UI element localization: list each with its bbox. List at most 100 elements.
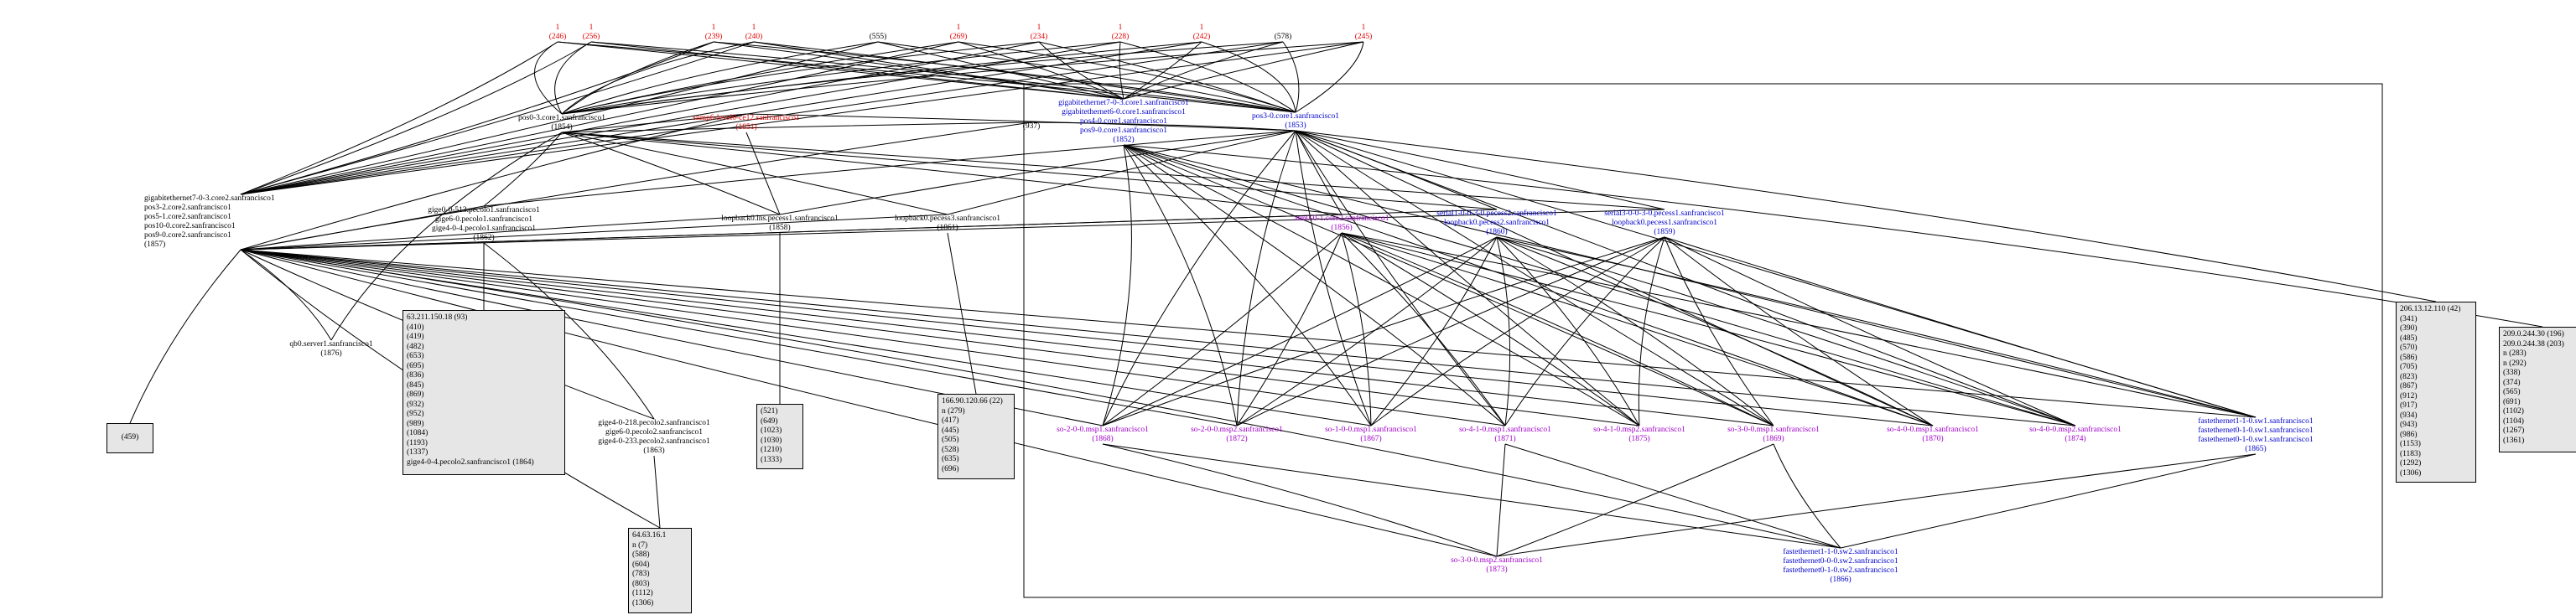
graph-edge (240, 41, 558, 195)
graph-edge (1123, 41, 1284, 100)
label-line: gigabitethernet7-0-3.core2.sanfrancisco1 (144, 194, 275, 203)
label-line: 209.0.244.38 (203) (2503, 339, 2564, 349)
label-line: n (283) (2503, 349, 2527, 358)
graph-edge (1295, 130, 2437, 302)
label-line: gige6-0.pecolo2.sanfrancisco1 (605, 428, 704, 437)
label-line: (604) (632, 560, 650, 569)
label-line: 1 (555, 23, 560, 32)
graph-edge (1341, 232, 1506, 426)
graph-edge (561, 132, 781, 215)
label-line: (459) (121, 433, 139, 442)
cluster-frame (1023, 83, 2383, 598)
graph-edge (1236, 130, 1296, 426)
top-node-234: 1(234) (1018, 23, 1060, 42)
label-line: (1859) (1654, 228, 1675, 236)
label-line: (1867) (1360, 435, 1382, 443)
graph-edge (1236, 236, 1498, 426)
graph-edge (1119, 41, 1124, 100)
node-so1-msp1: so-1-0-0.msp1.sanfrancisco1(1867) (1300, 426, 1442, 444)
label-line: 209.0.244.30 (196) (2503, 330, 2564, 339)
label-line: (390) (2400, 324, 2418, 333)
label-line: (635) (942, 455, 959, 463)
label-line: (482) (407, 342, 424, 351)
label-line: (1361) (2503, 436, 2525, 445)
label-line: (1875) (1628, 435, 1650, 443)
graph-edge (1236, 232, 1343, 426)
graph-edge (240, 41, 1040, 195)
top-node-245: 1(245) (1343, 23, 1384, 42)
top-node-240: 1(240) (733, 23, 775, 42)
graph-edge (129, 249, 242, 424)
top-node-555: (555) (857, 33, 899, 42)
label-line: (836) (407, 371, 424, 380)
label-line: (555) (869, 33, 887, 41)
graph-edge (561, 41, 1284, 115)
graph-edge (1123, 41, 1202, 100)
label-line: (1862) (473, 234, 495, 242)
label-line: (1872) (1226, 435, 1248, 443)
graph-edge (1496, 236, 1774, 426)
record-box-63-211: 63.211.150.18 (93)(410)(419)(482)(653)(6… (402, 310, 565, 475)
top-node-228: 1(228) (1099, 23, 1141, 42)
graph-edge (561, 41, 1364, 115)
graph-edge (1496, 453, 2257, 557)
graph-edge (561, 113, 747, 133)
record-box-521: (521)(649)(1023)(1030)(1210)(1333) (756, 404, 803, 469)
label-line: (1852) (1113, 136, 1135, 144)
top-node-256: 1(256) (570, 23, 612, 42)
graph-edge (1496, 236, 2257, 418)
graph-edge (534, 41, 563, 115)
label-line: so-4-0-0.msp1.sanfrancisco1 (1887, 426, 1979, 434)
label-line: (417) (942, 416, 959, 425)
graph-edge (561, 41, 1121, 115)
graph-edge (590, 41, 1124, 100)
graph-edge (1295, 130, 1774, 426)
graph-edge (1123, 144, 2076, 426)
node-qb0-server1: qb0.server1.sanfrancisco1(1876) (260, 340, 402, 359)
label-line: (869) (407, 390, 424, 399)
node-so2-msp2: so-2-0-0.msp2.sanfrancisco1(1872) (1166, 426, 1308, 444)
graph-edge (745, 132, 781, 215)
label-line: (653) (407, 352, 424, 360)
label-line: (986) (2400, 430, 2418, 439)
graph-edge (483, 242, 655, 420)
label-line: (419) (407, 333, 424, 341)
label-line: (1337) (407, 448, 428, 457)
label-line: (934) (2400, 411, 2418, 420)
label-line: qb0.server1.sanfrancisco1 (289, 340, 373, 349)
label-line: (691) (2503, 397, 2521, 406)
label-line: snmp6-level0-ce12.sanfrancisco1 (693, 114, 800, 122)
graph-edge (561, 41, 879, 115)
label-line: (823) (2400, 372, 2418, 381)
graph-edge (240, 249, 332, 341)
label-line: (937) (1022, 122, 1041, 131)
graph-edge (240, 41, 714, 195)
label-line: 1 (1199, 23, 1204, 32)
record-box-209-0: 209.0.244.30 (196)209.0.244.38 (203)n (2… (2499, 327, 2576, 452)
node-so41-msp1: so-4-1-0.msp1.sanfrancisco1(1871) (1434, 426, 1576, 444)
label-line: pos3-2.core2.sanfrancisco1 (144, 204, 231, 212)
label-line: (1851) (735, 123, 757, 132)
graph-edge (947, 232, 977, 395)
label-line: (1292) (2400, 459, 2422, 468)
graph-edge (1341, 232, 1934, 426)
label-line: pos4-0.core1.sanfrancisco1 (1080, 117, 1167, 126)
graph-edge (1341, 232, 1372, 426)
label-line: loopback0.pecess1.sanfrancisco1 (1611, 219, 1718, 227)
label-line: gigabitethernet6-0.core1.sanfrancisco1 (1062, 108, 1186, 116)
graph-edge (240, 41, 1284, 195)
label-line: (1193) (407, 438, 428, 447)
graph-edge (240, 41, 879, 195)
graph-edge (1123, 144, 1774, 426)
label-line: (1267) (2503, 426, 2525, 435)
graph-edge (958, 41, 1124, 100)
graph-edge (1038, 41, 1296, 113)
label-line: (588) (632, 550, 650, 559)
label-line: so-4-0-0.msp2.sanfrancisco1 (2029, 426, 2122, 434)
label-line: (410) (407, 323, 424, 332)
graph-edge (1123, 144, 2257, 418)
graph-edge (240, 121, 1032, 251)
label-line: (341) (2400, 314, 2418, 323)
